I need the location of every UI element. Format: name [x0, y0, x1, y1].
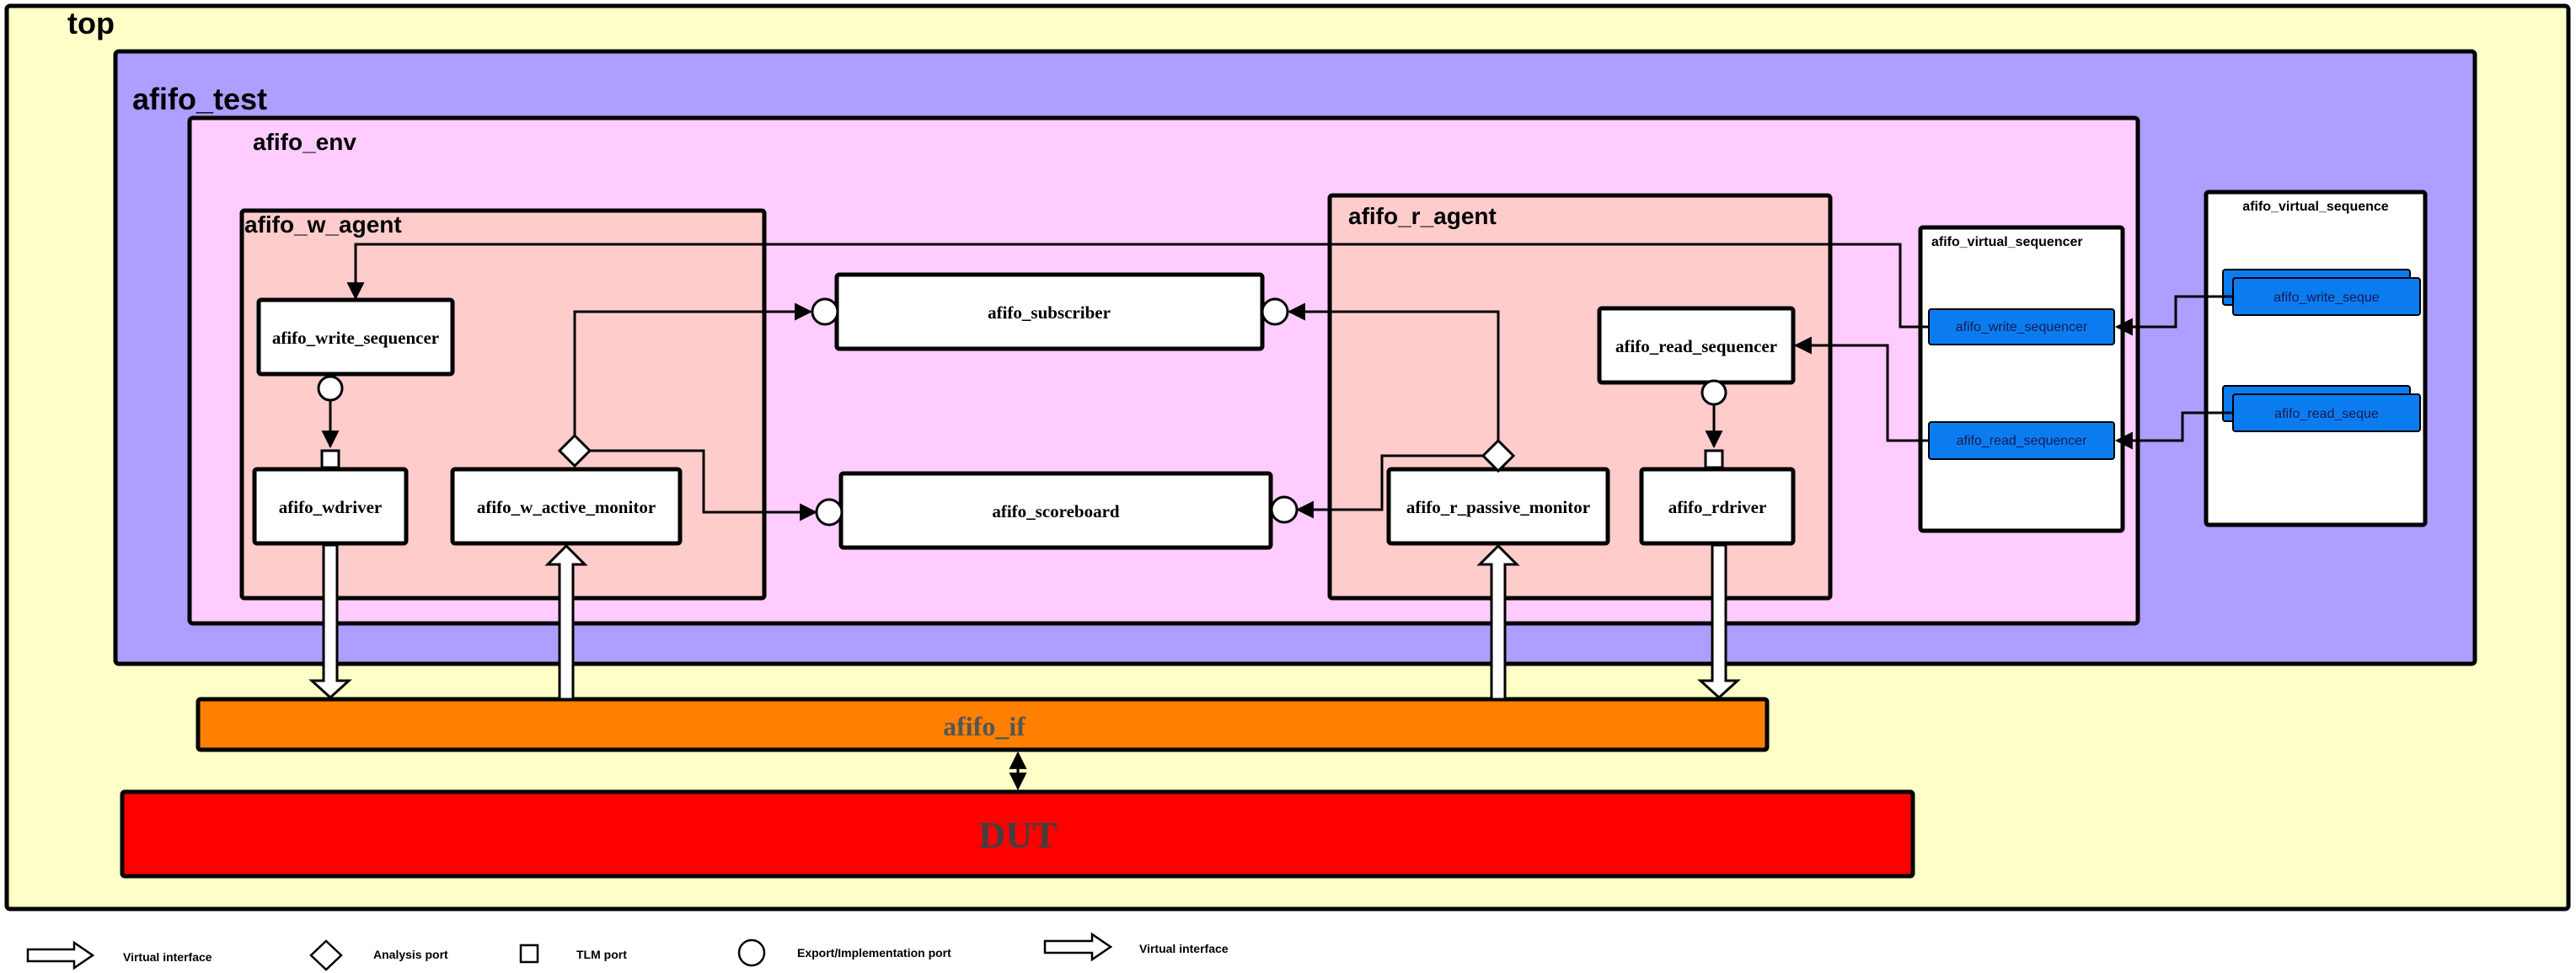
- legend-tlm-port-icon: [519, 944, 539, 964]
- afifo-if-bar[interactable]: [195, 697, 1770, 752]
- write-seque-to-vs-line: [2114, 295, 2233, 336]
- afifo-read-sequencer-box[interactable]: [1597, 306, 1796, 385]
- wdriver-vif-arrow: [308, 543, 352, 700]
- afifo-virtual-sequencer-container: [1918, 225, 2125, 533]
- subscriber-export-left-icon: [811, 297, 839, 326]
- rdriver-tlm-port-icon: [1704, 449, 1724, 469]
- vs-write-sequencer-label: afifo_write_sequencer: [1956, 320, 2088, 334]
- legend-virtual-interface-label-2: Virtual interface: [1139, 942, 1229, 955]
- scoreboard-export-left-icon: [815, 498, 843, 527]
- afifo-virtual-sequence-container: [2204, 190, 2428, 527]
- legend-analysis-port-icon: [309, 939, 343, 971]
- wmon-to-scoreboard-line: [586, 449, 818, 521]
- afifo-r-agent-label: afifo_r_agent: [1348, 203, 1497, 229]
- afifo-w-active-monitor-box[interactable]: [450, 467, 683, 546]
- dut-label: DUT: [979, 815, 1058, 856]
- rdriver-vif-arrow: [1697, 543, 1741, 700]
- afifo-rdriver-label: afifo_rdriver: [1668, 497, 1767, 517]
- top-label: top: [67, 6, 115, 40]
- legend-export-port-label: Export/Implementation port: [797, 946, 951, 960]
- afifo-virtual-sequencer-label: afifo_virtual_sequencer: [1931, 235, 2083, 249]
- afifo-virtual-sequence-label: afifo_virtual_sequence: [2242, 200, 2389, 214]
- afifo-r-passive-monitor-label: afifo_r_passive_monitor: [1406, 497, 1590, 517]
- legend-virtual-interface-label-1: Virtual interface: [123, 950, 212, 964]
- legend-virtual-interface-icon-2: [1043, 932, 1113, 962]
- read-seque-to-vs-line: [2114, 411, 2233, 450]
- afifo-read-sequencer-label: afifo_read_sequencer: [1615, 336, 1777, 356]
- vs-read-sequencer-label: afifo_read_sequencer: [1957, 434, 2087, 448]
- afifo-test-label: afifo_test: [132, 82, 267, 116]
- write-seque-label: afifo_write_seque: [2273, 291, 2380, 305]
- legend-tlm-port-label: TLM port: [576, 948, 627, 961]
- subscriber-export-right-icon: [1261, 297, 1289, 326]
- afifo-scoreboard-label: afifo_scoreboard: [992, 501, 1120, 521]
- read-seque-label: afifo_read_seque: [2274, 407, 2379, 421]
- wseq-export-port-icon: [317, 375, 344, 402]
- legend-analysis-port-label: Analysis port: [373, 948, 448, 961]
- legend-virtual-interface-icon-1: [26, 940, 95, 970]
- rmon-to-scoreboard-line: [1295, 454, 1485, 519]
- vseq-to-write-sequencer-line: [346, 243, 1929, 329]
- afifo-if-label: afifo_if: [943, 711, 1026, 741]
- rseq-export-port-icon: [1700, 379, 1727, 406]
- rmon-vif-arrow: [1476, 543, 1520, 701]
- scoreboard-export-right-icon: [1270, 495, 1299, 524]
- afifo-subscriber-label: afifo_subscriber: [988, 302, 1111, 323]
- afifo-wdriver-box[interactable]: [252, 467, 409, 546]
- afifo-wdriver-label: afifo_wdriver: [279, 497, 382, 517]
- afifo-rdriver-box[interactable]: [1639, 467, 1796, 546]
- rmon-analysis-port-icon: [1481, 438, 1516, 473]
- afifo-env-label: afifo_env: [253, 129, 356, 155]
- wmon-vif-arrow: [544, 543, 588, 701]
- afifo-w-active-monitor-label: afifo_w_active_monitor: [477, 497, 656, 517]
- legend-export-port-icon: [737, 938, 766, 967]
- wmon-analysis-port-icon: [557, 433, 592, 468]
- wdriver-tlm-port-icon: [320, 449, 340, 469]
- wmon-to-subscriber-line: [573, 302, 813, 440]
- dut-block[interactable]: [120, 789, 1915, 879]
- rmon-to-subscriber-line: [1287, 302, 1500, 442]
- afifo-write-sequencer-label: afifo_write_sequencer: [272, 328, 439, 348]
- afifo-w-agent-label: afifo_w_agent: [244, 211, 402, 238]
- vseq-to-read-sequencer-line: [1793, 336, 1929, 442]
